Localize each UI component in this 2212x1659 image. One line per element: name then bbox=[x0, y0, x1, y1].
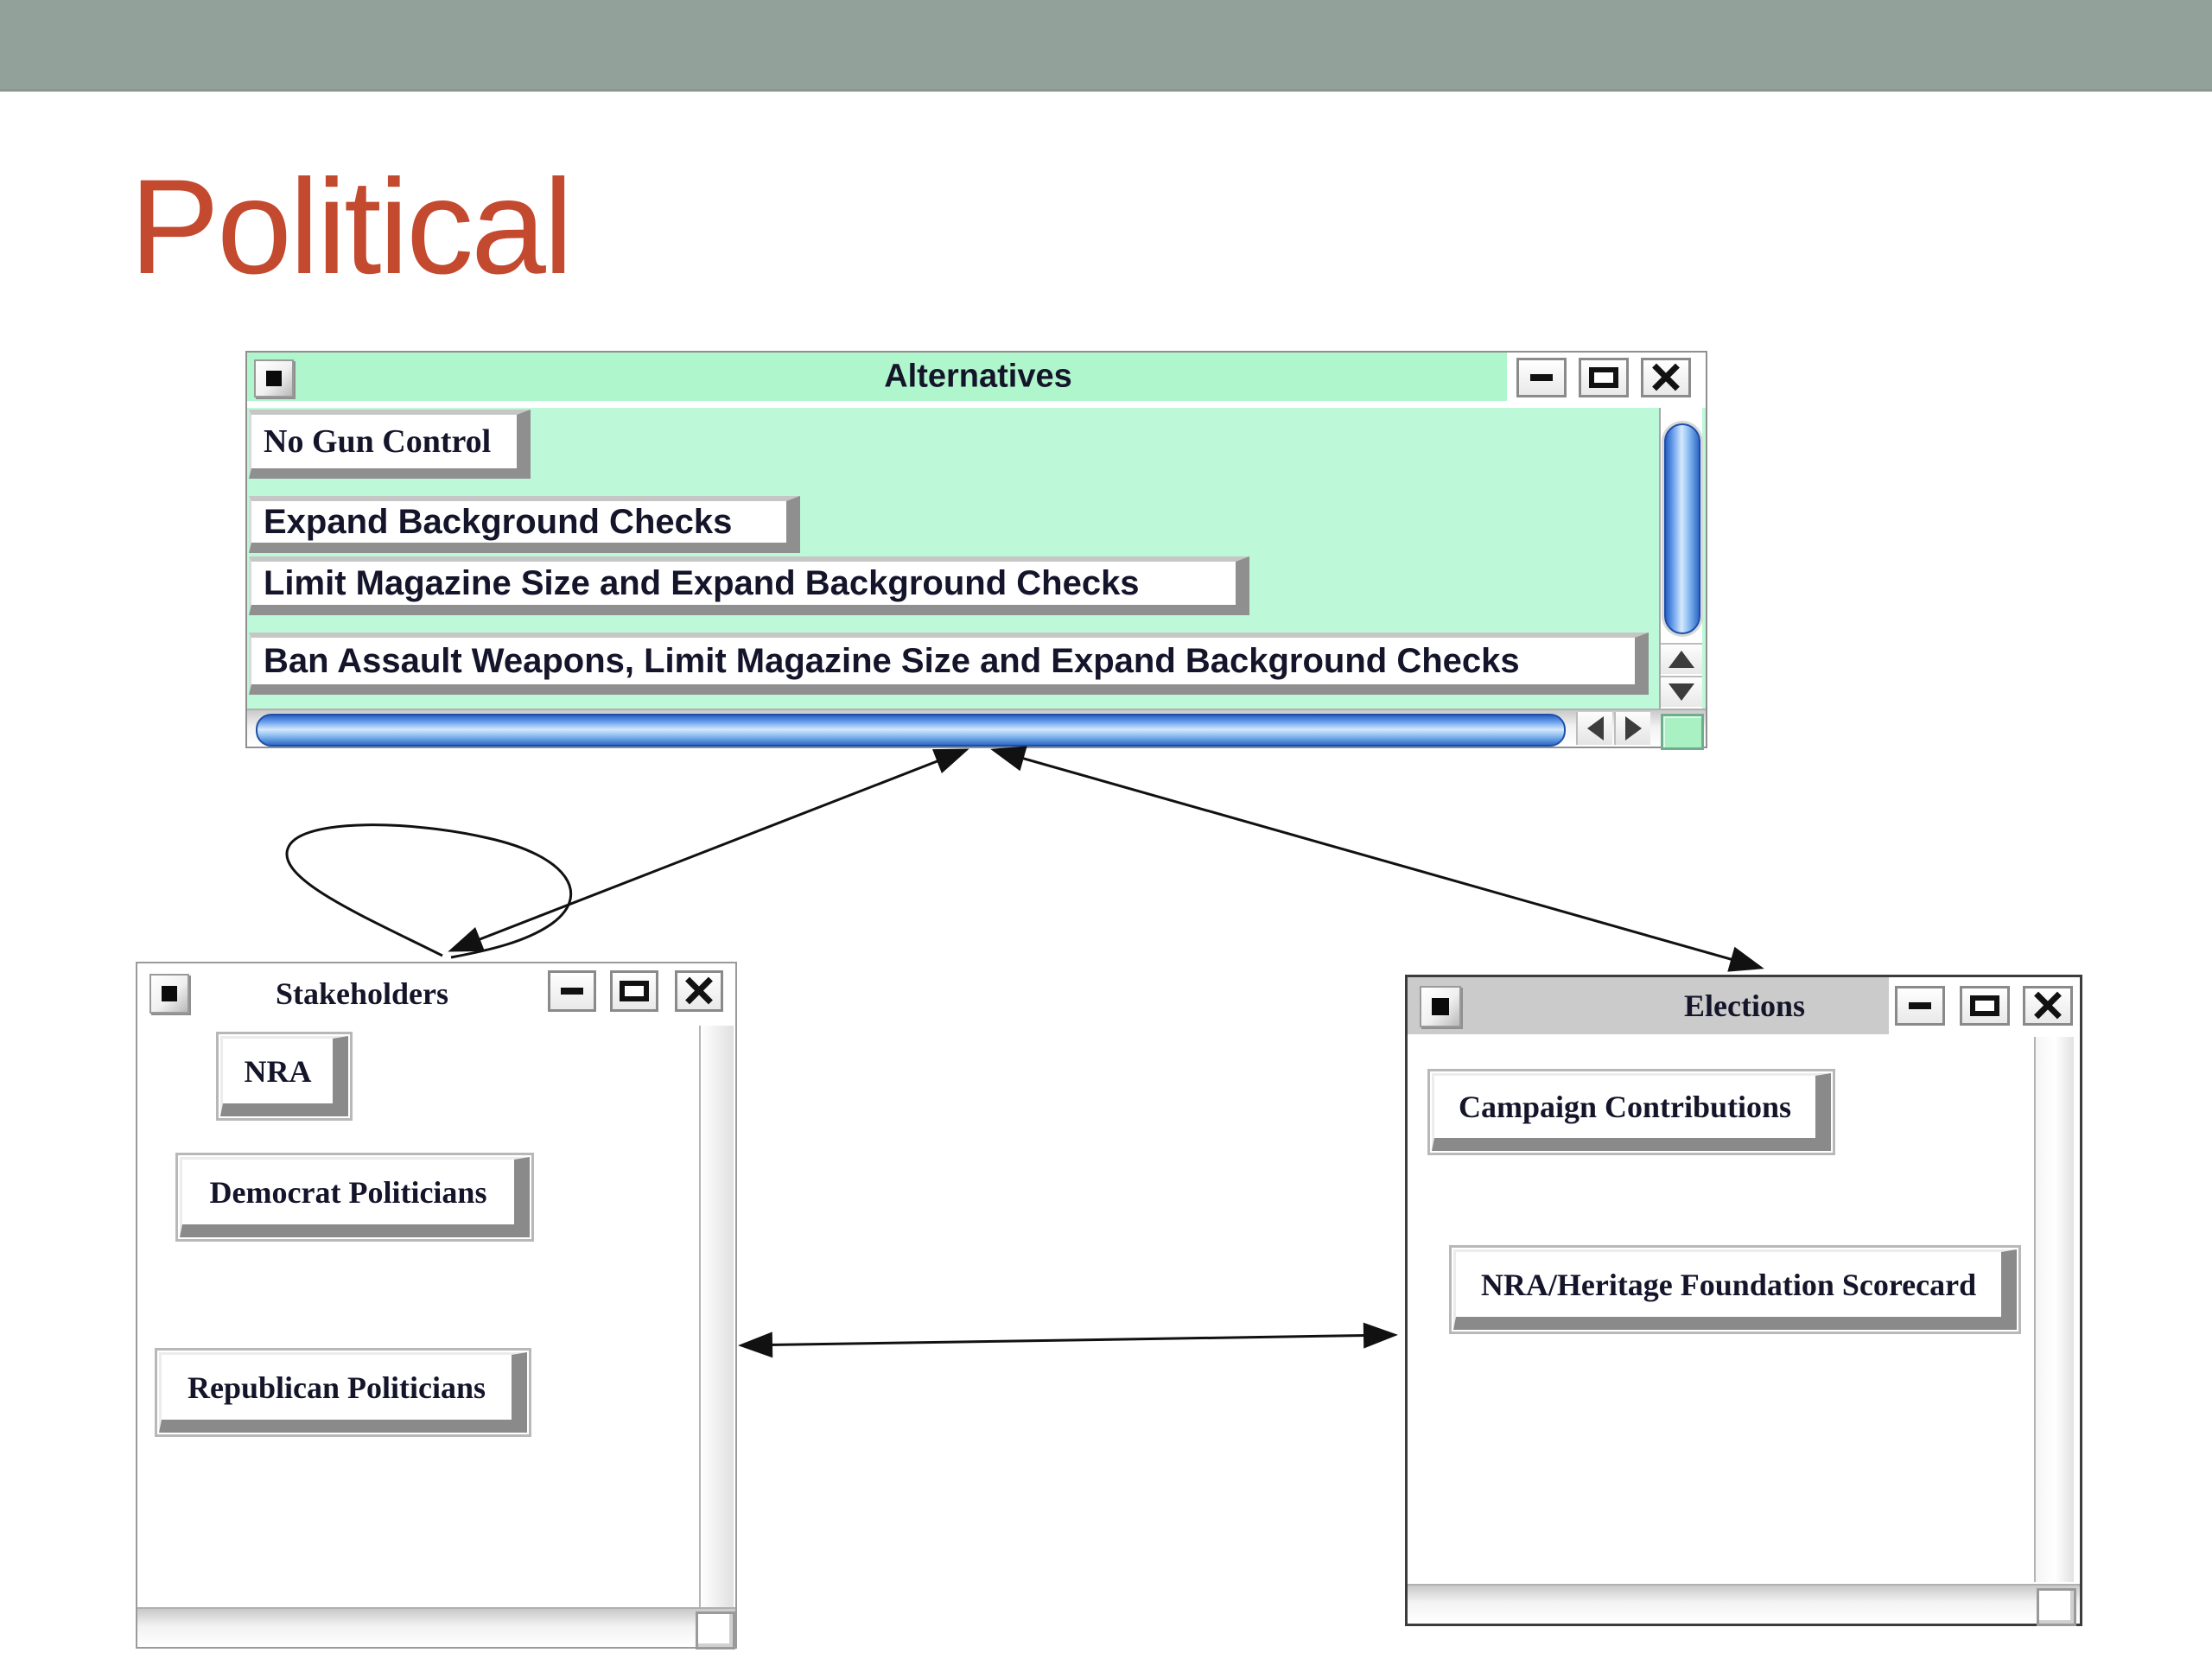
election-item[interactable]: NRA/Heritage Foundation Scorecard bbox=[1449, 1245, 2021, 1334]
close-icon bbox=[684, 976, 714, 1006]
minimize-icon bbox=[1909, 1002, 1931, 1009]
stakeholder-item-label: Republican Politicians bbox=[159, 1352, 527, 1433]
alternative-item[interactable]: No Gun Control bbox=[249, 410, 531, 479]
scroll-right-button[interactable] bbox=[1614, 712, 1650, 745]
arrow-alternatives-elections bbox=[990, 746, 1764, 972]
top-band bbox=[0, 0, 2212, 92]
vertical-scrollbar-thumb[interactable] bbox=[1664, 423, 1700, 634]
election-item-label: NRA/Heritage Foundation Scorecard bbox=[1453, 1249, 2017, 1330]
page-title: Political bbox=[130, 152, 574, 302]
titlebar-fill bbox=[1408, 977, 1889, 1034]
window-title: Alternatives bbox=[884, 358, 1072, 395]
scroll-left-icon bbox=[1586, 716, 1604, 741]
corner-box[interactable] bbox=[1661, 714, 1704, 750]
minimize-button[interactable] bbox=[548, 970, 596, 1012]
elections-titlebar[interactable]: Elections bbox=[1408, 977, 2080, 1034]
scroll-left-button[interactable] bbox=[1576, 712, 1612, 745]
black-square-icon bbox=[265, 371, 283, 386]
stakeholders-titlebar[interactable]: Stakeholders bbox=[137, 963, 735, 1024]
stakeholder-item[interactable]: Democrat Politicians bbox=[175, 1153, 534, 1242]
black-square-icon bbox=[161, 985, 178, 1002]
window-menu-icon[interactable] bbox=[254, 359, 294, 397]
close-icon bbox=[1651, 363, 1681, 392]
horizontal-scrollbar[interactable] bbox=[1408, 1584, 2080, 1626]
alternative-item[interactable]: Expand Background Checks bbox=[249, 496, 800, 553]
scroll-up-button[interactable] bbox=[1661, 643, 1702, 674]
vertical-scrollbar[interactable] bbox=[699, 1026, 734, 1607]
horizontal-scrollbar[interactable] bbox=[247, 709, 1706, 750]
minimize-icon bbox=[1530, 374, 1553, 381]
resize-grip[interactable] bbox=[2037, 1588, 2076, 1626]
maximize-icon bbox=[1970, 995, 1999, 1016]
vertical-scrollbar[interactable] bbox=[1659, 408, 1702, 709]
maximize-button[interactable] bbox=[610, 970, 658, 1012]
scroll-down-button[interactable] bbox=[1661, 676, 1702, 707]
scroll-down-icon bbox=[1669, 683, 1694, 701]
alternative-item[interactable]: Limit Magazine Size and Expand Backgroun… bbox=[249, 556, 1249, 615]
alternative-item[interactable]: Ban Assault Weapons, Limit Magazine Size… bbox=[249, 632, 1649, 695]
window-alternatives: Alternatives No Gun Control Expand Backg… bbox=[245, 351, 1707, 750]
vertical-scrollbar[interactable] bbox=[2034, 1037, 2074, 1582]
arrow-stakeholders-alternatives bbox=[448, 748, 969, 952]
close-button[interactable] bbox=[2023, 986, 2073, 1026]
election-item-label: Campaign Contributions bbox=[1432, 1073, 1831, 1151]
alternatives-content: No Gun Control Expand Background Checks … bbox=[247, 408, 1706, 709]
self-loop-arrow bbox=[285, 823, 573, 959]
stakeholder-item-label: Democrat Politicians bbox=[180, 1157, 530, 1237]
maximize-button[interactable] bbox=[1960, 986, 2010, 1026]
arrow-stakeholders-elections bbox=[738, 1322, 1398, 1358]
maximize-icon bbox=[620, 981, 649, 1001]
horizontal-scrollbar-thumb[interactable] bbox=[256, 714, 1566, 747]
scroll-up-icon bbox=[1669, 651, 1694, 668]
maximize-icon bbox=[1589, 367, 1618, 388]
election-item[interactable]: Campaign Contributions bbox=[1427, 1069, 1835, 1155]
stakeholder-item[interactable]: NRA bbox=[216, 1032, 353, 1121]
minimize-icon bbox=[561, 988, 583, 995]
window-stakeholders: Stakeholders NRA Democrat Politicians Re… bbox=[136, 962, 737, 1649]
maximize-button[interactable] bbox=[1579, 358, 1629, 397]
window-menu-icon[interactable] bbox=[1420, 986, 1461, 1027]
resize-grip[interactable] bbox=[696, 1611, 735, 1649]
stakeholder-item[interactable]: Republican Politicians bbox=[155, 1348, 531, 1437]
minimize-button[interactable] bbox=[1895, 986, 1945, 1026]
black-square-icon bbox=[1432, 998, 1449, 1015]
horizontal-scrollbar[interactable] bbox=[137, 1607, 735, 1649]
scroll-right-icon bbox=[1624, 716, 1642, 741]
window-title: Stakeholders bbox=[275, 976, 449, 1011]
alternatives-titlebar[interactable]: Alternatives bbox=[247, 353, 1706, 404]
window-title: Elections bbox=[1684, 988, 1805, 1023]
close-button[interactable] bbox=[675, 970, 723, 1012]
close-icon bbox=[2033, 991, 2063, 1020]
stakeholder-item-label: NRA bbox=[220, 1036, 348, 1116]
minimize-button[interactable] bbox=[1516, 358, 1567, 397]
window-elections: Elections Campaign Contributions NRA/Her… bbox=[1405, 975, 2082, 1626]
close-button[interactable] bbox=[1641, 358, 1691, 397]
window-menu-icon[interactable] bbox=[149, 974, 189, 1014]
